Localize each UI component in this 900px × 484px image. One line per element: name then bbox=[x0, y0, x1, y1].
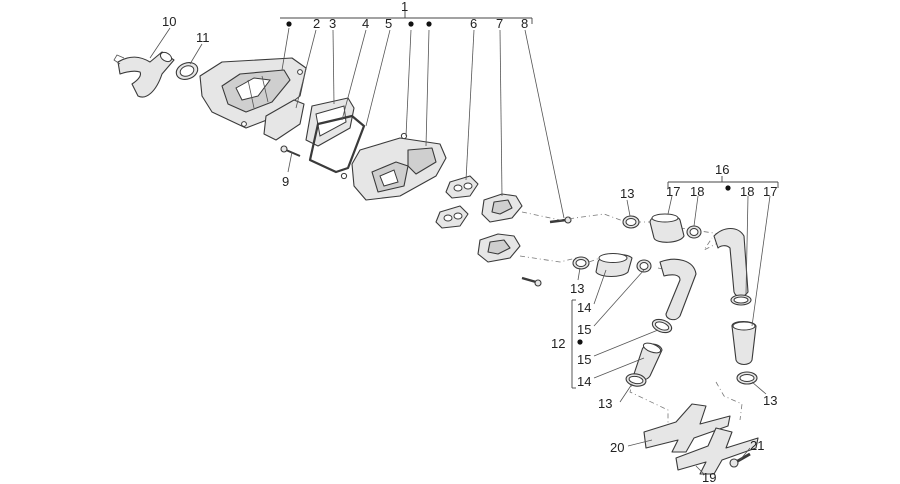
part-8-screw-lower bbox=[521, 276, 542, 287]
part-13-clamp-bottom bbox=[625, 373, 647, 387]
group-12-bracket bbox=[571, 299, 583, 389]
hose-bend-upper bbox=[713, 227, 749, 298]
part-20-bracket bbox=[643, 403, 731, 453]
bullet-dot bbox=[408, 21, 414, 27]
callout-4: 4 bbox=[362, 16, 369, 31]
group-16-bracket bbox=[667, 176, 779, 191]
part-9-screw bbox=[280, 145, 301, 157]
callout-21: 21 bbox=[750, 438, 764, 453]
callout-7: 7 bbox=[496, 16, 503, 31]
part-18-clamp-upper bbox=[686, 225, 702, 239]
hose-bend-lower bbox=[659, 258, 697, 321]
part-7-reed-cover bbox=[481, 193, 523, 223]
callout-15-b: 15 bbox=[577, 352, 591, 367]
callout-3: 3 bbox=[329, 16, 336, 31]
part-3-gasket bbox=[263, 99, 305, 141]
bullet-dot bbox=[577, 339, 583, 345]
callout-13-right: 13 bbox=[763, 393, 777, 408]
reed-block-body bbox=[340, 132, 447, 201]
callout-10: 10 bbox=[162, 14, 176, 29]
callout-17-a: 17 bbox=[666, 184, 680, 199]
bullet-dot bbox=[426, 21, 432, 27]
callout-13-upper: 13 bbox=[620, 186, 634, 201]
callout-8: 8 bbox=[521, 16, 528, 31]
callout-18-b: 18 bbox=[740, 184, 754, 199]
bullet-dot bbox=[725, 185, 731, 191]
callout-16: 16 bbox=[715, 162, 729, 177]
alignment-lines bbox=[519, 211, 743, 424]
part-14-sleeve-lower bbox=[595, 253, 633, 278]
group-1-bracket bbox=[280, 10, 533, 27]
callout-6: 6 bbox=[470, 16, 477, 31]
callout-13-lower: 13 bbox=[570, 281, 584, 296]
part-6-reed-plate-lower bbox=[435, 205, 469, 229]
callout-12: 12 bbox=[551, 336, 565, 351]
part-13-clamp-upper bbox=[622, 215, 640, 229]
callout-9: 9 bbox=[282, 174, 289, 189]
callout-15-a: 15 bbox=[577, 322, 591, 337]
leader-lines bbox=[149, 27, 771, 475]
part-18-clamp-right bbox=[730, 294, 752, 306]
callout-14-a: 14 bbox=[577, 300, 591, 315]
part-13-clamp-lower bbox=[572, 256, 590, 270]
callout-5: 5 bbox=[385, 16, 392, 31]
part-14-sleeve-mid bbox=[633, 342, 663, 381]
part-17-sleeve-upper bbox=[649, 213, 685, 243]
part-13-clamp-right bbox=[736, 371, 758, 385]
callout-19: 19 bbox=[702, 470, 716, 484]
bullet-dot bbox=[286, 21, 292, 27]
callout-14-b: 14 bbox=[577, 374, 591, 389]
callout-labels: 1 2 3 4 5 6 7 8 9 10 11 12 13 13 13 13 1… bbox=[162, 0, 777, 484]
part-17-sleeve-right bbox=[731, 320, 757, 366]
part-15-clamp-mid bbox=[651, 318, 673, 334]
part-7-reed-cover-lower bbox=[477, 233, 521, 263]
part-19-bracket bbox=[675, 427, 759, 475]
callout-18-a: 18 bbox=[690, 184, 704, 199]
callout-2: 2 bbox=[313, 16, 320, 31]
callout-20: 20 bbox=[610, 440, 624, 455]
callout-11: 11 bbox=[196, 30, 210, 45]
part-11-clamp bbox=[175, 62, 199, 80]
part-15-clamp-lower bbox=[636, 259, 652, 273]
part-5-oring-gasket bbox=[308, 114, 366, 174]
part-10-elbow-hose bbox=[113, 51, 175, 98]
callout-17-b: 17 bbox=[763, 184, 777, 199]
part-6-reed-plate bbox=[445, 175, 479, 199]
callout-1: 1 bbox=[401, 0, 408, 14]
callout-13-bottom: 13 bbox=[598, 396, 612, 411]
part-21-bolt bbox=[729, 452, 751, 468]
